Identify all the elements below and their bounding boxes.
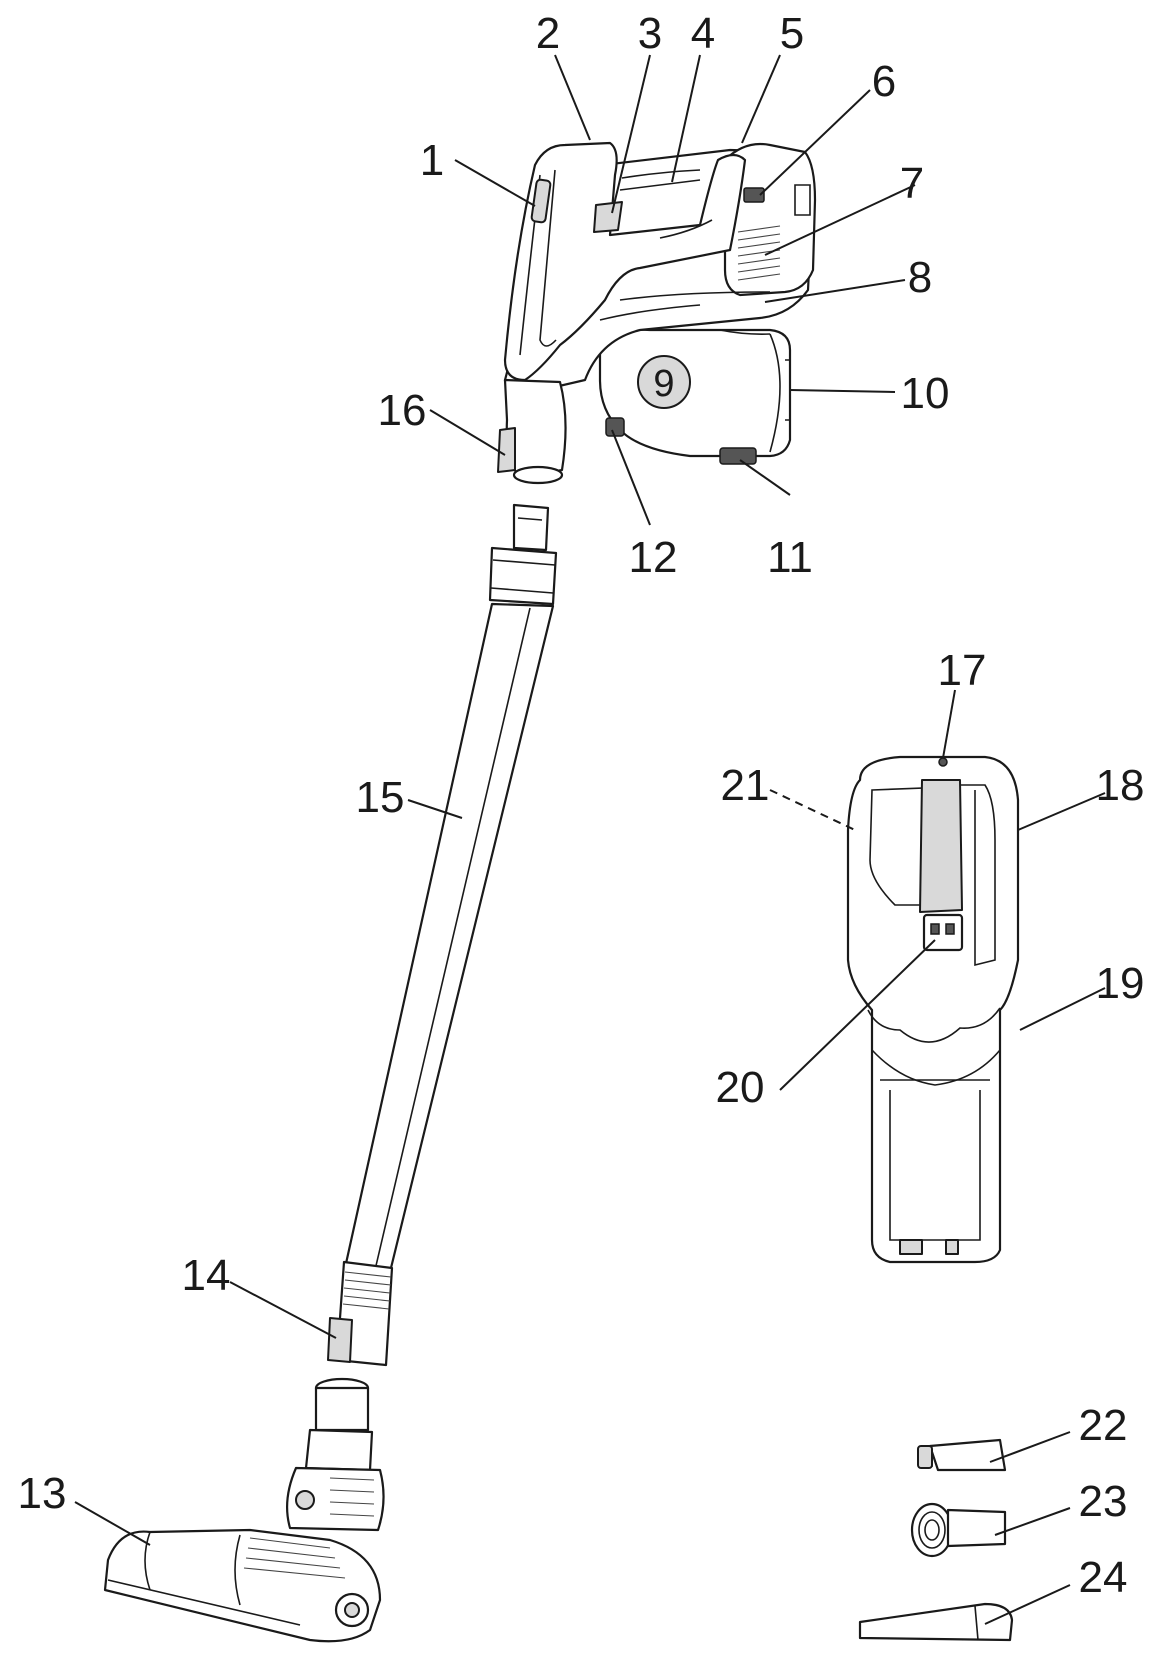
handle bbox=[503, 141, 747, 382]
callout-21: 21 bbox=[721, 761, 770, 810]
dust-container-badge bbox=[637, 355, 691, 409]
callout-10: 10 bbox=[901, 369, 950, 418]
callout-17: 17 bbox=[938, 646, 987, 695]
brush-cover-grille bbox=[243, 1537, 346, 1579]
callout-8: 8 bbox=[908, 253, 932, 302]
trigger-button bbox=[593, 201, 623, 233]
callout-9: 9 bbox=[653, 363, 674, 405]
callout-20: 20 bbox=[716, 1063, 765, 1112]
callout-6: 6 bbox=[872, 57, 896, 106]
tube-top-connector bbox=[512, 503, 550, 552]
callout-16: 16 bbox=[378, 386, 427, 435]
callout-13: 13 bbox=[18, 1469, 67, 1518]
tube-top-collar bbox=[488, 546, 558, 606]
container-release-latch bbox=[719, 447, 757, 465]
upholstery-nozzle bbox=[910, 1502, 1007, 1558]
callout-11: 11 bbox=[767, 533, 813, 582]
main-unit: 9 bbox=[497, 141, 817, 485]
callout-1: 1 bbox=[420, 136, 444, 185]
callout-labels: 1 2 3 4 5 6 7 8 10 11 12 13 14 15 16 17 … bbox=[18, 9, 1145, 1602]
floor-head-assembly bbox=[103, 1377, 385, 1643]
callout-24: 24 bbox=[1079, 1553, 1128, 1602]
floor-head bbox=[103, 1528, 382, 1643]
callout-19: 19 bbox=[1096, 959, 1145, 1008]
callout-15: 15 bbox=[356, 773, 405, 822]
battery-indicator bbox=[743, 187, 765, 203]
crevice-tool bbox=[858, 1602, 1014, 1642]
callout-2: 2 bbox=[536, 9, 560, 58]
callout-23: 23 bbox=[1079, 1477, 1128, 1526]
accessories bbox=[858, 1438, 1014, 1642]
callout-3: 3 bbox=[638, 9, 662, 58]
dust-container bbox=[598, 328, 792, 458]
power-button bbox=[530, 178, 552, 224]
callout-14: 14 bbox=[182, 1251, 231, 1300]
extension-tube bbox=[343, 602, 555, 1274]
callout-22: 22 bbox=[1079, 1401, 1128, 1450]
callout-7: 7 bbox=[900, 159, 924, 208]
leader-lines bbox=[74, 54, 1106, 1625]
wall-bracket-assembly bbox=[846, 755, 1020, 1264]
extension-tube-assembly bbox=[327, 503, 558, 1367]
floor-head-release-button bbox=[327, 1317, 353, 1363]
mounting-screw-hole bbox=[938, 757, 948, 767]
container-lock-button bbox=[605, 417, 625, 437]
floor-head-neck bbox=[314, 1386, 370, 1432]
tube-release-latch bbox=[497, 427, 516, 473]
callout-18: 18 bbox=[1096, 761, 1145, 810]
callout-12: 12 bbox=[629, 533, 678, 582]
brush-nozzle bbox=[917, 1438, 1007, 1472]
callout-4: 4 bbox=[691, 9, 715, 58]
battery-pack bbox=[723, 142, 817, 297]
collar-ridges bbox=[342, 1271, 392, 1310]
bracket-center-channel bbox=[919, 779, 963, 913]
callout-5: 5 bbox=[780, 9, 804, 58]
